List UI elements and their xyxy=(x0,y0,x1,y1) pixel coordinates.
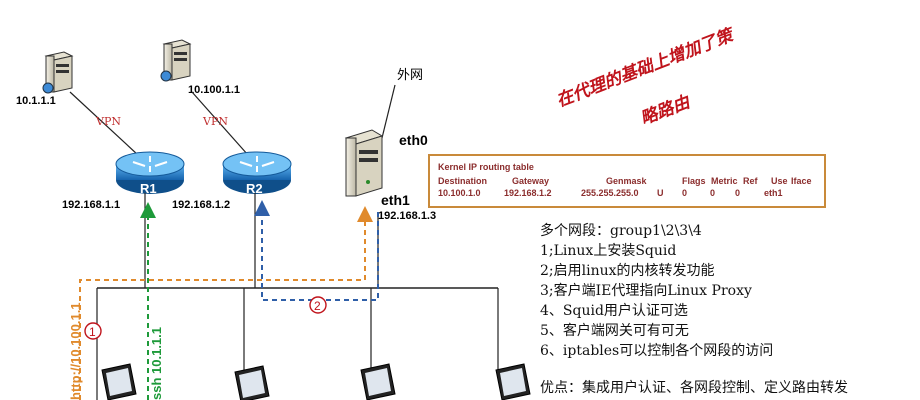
vpn-label-1: VPN xyxy=(95,115,121,128)
http-path-label: http://10.100.1.1 xyxy=(68,302,83,400)
note-step-5: 5、客户端网关可有可无 xyxy=(540,323,689,339)
rt-header-ref: Ref xyxy=(743,176,758,186)
rt-header-metric: Metric xyxy=(711,176,738,186)
rt-cell-flags: U xyxy=(657,188,664,198)
rt-header-use: Use xyxy=(771,176,788,186)
path-marker-1 xyxy=(84,322,102,340)
rt-header-destination: Destination xyxy=(438,176,488,186)
proxy-ip: 192.168.1.3 xyxy=(378,210,436,222)
rt-cell-genmask: 255.255.255.0 xyxy=(581,188,639,198)
rt-cell-metric: 0 xyxy=(682,188,688,198)
path-marker-2 xyxy=(309,296,327,314)
router-r1-name: R1 xyxy=(140,181,157,196)
ssh-path-label: ssh 10.1.1.1 xyxy=(149,327,164,400)
rt-cell-gateway: 192.168.1.2 xyxy=(504,188,552,198)
note-step-6: 6、iptables可以控制各个网段的访问 xyxy=(540,343,774,359)
client-monitor-3-icon xyxy=(360,363,396,400)
note-step-2: 2;启用linux的内核转发功能 xyxy=(540,263,715,279)
internet-link xyxy=(381,84,396,139)
vpn-link-1 xyxy=(69,91,139,156)
router-r2-ip: 192.168.1.2 xyxy=(172,199,230,211)
eth0-label: eth0 xyxy=(399,132,428,148)
router-r2-name: R2 xyxy=(246,181,263,196)
routing-table: Kernel IP routing table Destination Gate… xyxy=(428,154,826,208)
internet-label: 外网 xyxy=(397,68,423,83)
rt-cell-destination: 10.100.1.0 xyxy=(438,188,481,198)
blue-route-path xyxy=(254,200,379,301)
server-1-ip: 10.1.1.1 xyxy=(16,95,56,107)
note-segments: 多个网段：group1\2\3\4 xyxy=(540,223,702,239)
vpn-label-2: VPN xyxy=(202,115,228,128)
router-r1-ip: 192.168.1.1 xyxy=(62,199,120,211)
path-marker-1-label: 1 xyxy=(89,325,96,339)
rt-cell-iface: eth1 xyxy=(764,188,783,198)
eth1-label: eth1 xyxy=(381,192,410,208)
server-10-100-1-1-icon xyxy=(160,39,192,82)
server-10-1-1-1-icon xyxy=(42,51,74,94)
rt-header-flags: Flags xyxy=(682,176,706,186)
client-monitor-4-icon xyxy=(495,363,531,400)
routing-table-title: Kernel IP routing table xyxy=(438,162,534,172)
client-monitor-2-icon xyxy=(234,365,270,400)
proxy-server-icon xyxy=(344,129,384,197)
vpn-link-2 xyxy=(191,91,249,156)
path-marker-2-label: 2 xyxy=(314,299,321,313)
router-r1-icon xyxy=(115,151,185,194)
rt-header-gateway: Gateway xyxy=(512,176,550,186)
orange-http-path xyxy=(79,206,373,400)
server-2-ip: 10.100.1.1 xyxy=(188,84,240,96)
rt-header-genmask: Genmask xyxy=(606,176,647,186)
client-monitor-1-icon xyxy=(101,363,137,400)
router-r2-icon xyxy=(222,151,292,194)
advantages-note: 优点：集成用户认证、各网段控制、定义路由转发 xyxy=(540,380,848,396)
note-step-1: 1;Linux上安装Squid xyxy=(540,243,677,259)
note-step-4: 4、Squid用户认证可选 xyxy=(540,303,688,319)
note-step-3: 3;客户端IE代理指向Linux Proxy xyxy=(540,283,752,299)
rt-cell-use: 0 xyxy=(735,188,741,198)
rt-header-iface: Iface xyxy=(791,176,812,186)
rt-cell-ref: 0 xyxy=(710,188,716,198)
